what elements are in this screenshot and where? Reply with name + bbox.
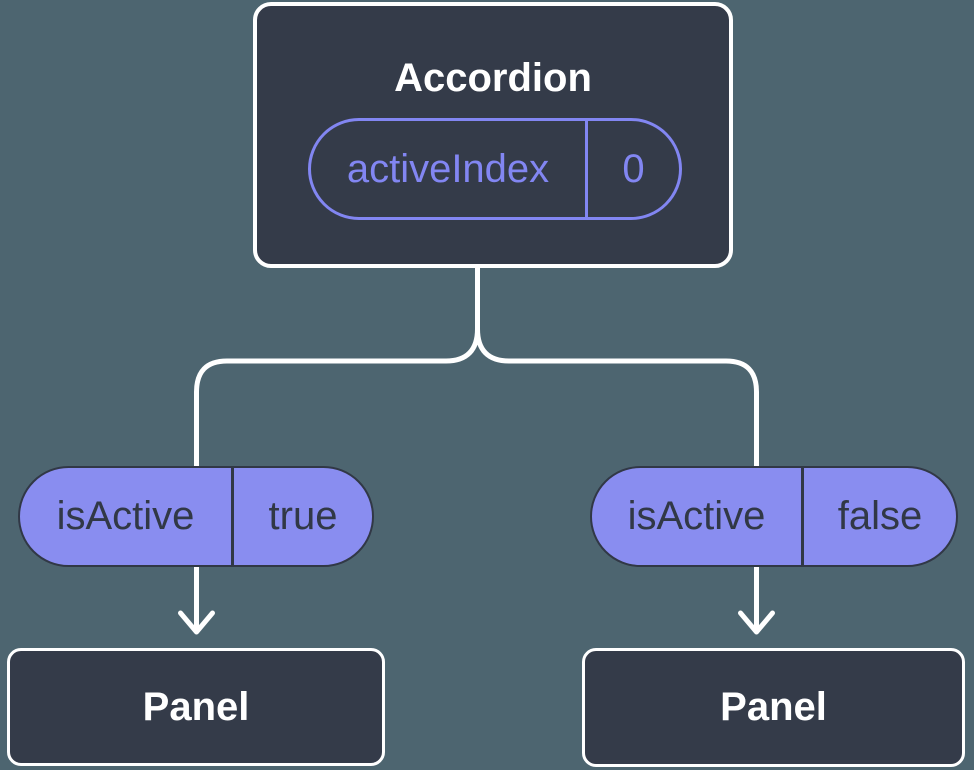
- is-active-pill-left: isActive true: [18, 466, 374, 567]
- is-active-pill-right-name: isActive: [627, 494, 766, 538]
- pill-divider: [801, 468, 804, 565]
- is-active-pill-left-name: isActive: [56, 494, 195, 538]
- left-arrowhead-icon: [178, 610, 215, 635]
- accordion-node: Accordion activeIndex 0: [253, 2, 733, 268]
- is-active-pill-right-value: false: [837, 494, 923, 538]
- is-active-pill-left-value: true: [268, 494, 338, 538]
- accordion-node-title: Accordion: [394, 56, 592, 100]
- pill-divider: [585, 121, 588, 217]
- right-arrowhead-icon: [738, 610, 775, 635]
- active-index-pill: activeIndex 0: [308, 118, 682, 220]
- panel-node-left: Panel: [7, 648, 385, 766]
- active-index-pill-name: activeIndex: [346, 146, 550, 191]
- connector-left-branch: [194, 259, 480, 632]
- panel-node-left-title: Panel: [142, 684, 250, 729]
- panel-node-right-title: Panel: [720, 685, 827, 729]
- is-active-pill-right: isActive false: [590, 466, 958, 567]
- panel-node-right: Panel: [582, 648, 965, 767]
- connector-right-branch: [475, 259, 759, 632]
- active-index-pill-value: 0: [622, 146, 645, 191]
- pill-divider: [231, 468, 234, 565]
